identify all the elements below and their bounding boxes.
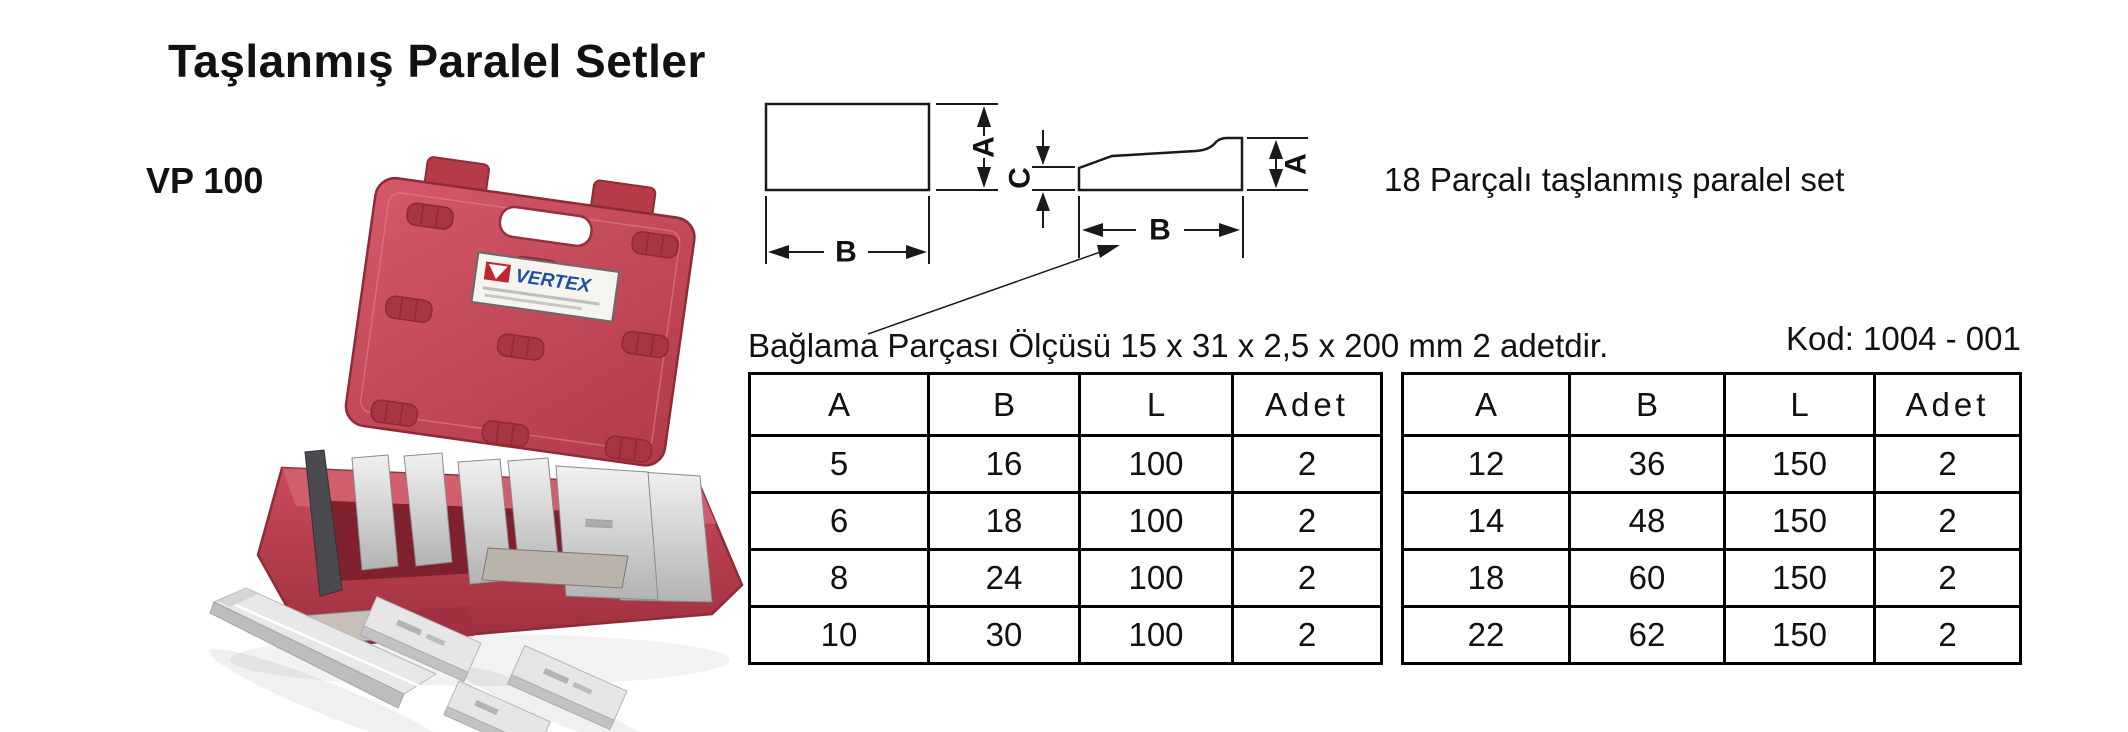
width-dimension	[765, 196, 930, 264]
table-row: 18 60 150 2	[1401, 548, 2022, 608]
cell: 150	[1723, 548, 1876, 608]
cell: 16	[927, 434, 1081, 494]
parallel-blocks-loose	[209, 587, 628, 732]
col-header-b: B	[927, 372, 1081, 437]
spec-tables: A B L Adet 5 16 100 2 6 18 100 2 8 24 10…	[748, 372, 2022, 665]
table-row: 10 30 100 2	[748, 605, 1383, 665]
step-dimension	[1032, 130, 1075, 228]
cell: 150	[1723, 434, 1876, 494]
table-header-row: A B L Adet	[748, 372, 1383, 437]
col-header-b: B	[1568, 372, 1726, 437]
cell: 24	[927, 548, 1081, 608]
cell: 100	[1078, 605, 1234, 665]
cell: 36	[1568, 434, 1726, 494]
cell: 100	[1078, 491, 1234, 551]
dim-label-a: A	[968, 136, 1001, 158]
table-row: 14 48 150 2	[1401, 491, 2022, 551]
cell: 12	[1401, 434, 1571, 494]
dim-label-c: C	[1004, 167, 1037, 189]
height-dimension	[936, 103, 998, 191]
cell: 150	[1723, 605, 1876, 665]
cell: 2	[1231, 491, 1383, 551]
cell: 2	[1231, 434, 1383, 494]
arrow-right-icon	[906, 245, 927, 259]
dim-label-a: A	[1280, 153, 1313, 175]
cell: 100	[1078, 548, 1234, 608]
arrow-right-icon	[1219, 223, 1240, 237]
arrow-down-icon	[1269, 169, 1283, 188]
page-title: Taşlanmış Paralel Setler	[168, 35, 706, 87]
spec-table-150mm: A B L Adet 12 36 150 2 14 48 150 2 18 60…	[1401, 372, 2022, 665]
cell: 2	[1873, 434, 2022, 494]
height-dimension	[1247, 137, 1308, 191]
dim-label-b: B	[835, 236, 857, 269]
cell: 22	[1401, 605, 1571, 665]
cell: 2	[1873, 548, 2022, 608]
arrow-up-icon	[1269, 140, 1283, 159]
clamp-bar	[209, 587, 438, 709]
cell: 2	[1231, 548, 1383, 608]
width-dimension	[1078, 196, 1244, 258]
clamp-profile-diagram: C A B	[867, 130, 1313, 335]
cell: 18	[1401, 548, 1571, 608]
arrowhead-icon	[1097, 245, 1120, 258]
spec-table-100mm: A B L Adet 5 16 100 2 6 18 100 2 8 24 10…	[748, 372, 1383, 665]
cell: 48	[1568, 491, 1726, 551]
col-header-a: A	[748, 372, 930, 437]
table-row: 8 24 100 2	[748, 548, 1383, 608]
table-row: 12 36 150 2	[1401, 434, 2022, 494]
cell: 2	[1873, 491, 2022, 551]
case-lid: VERTEX	[344, 156, 696, 467]
model-code: VP 100	[146, 160, 264, 201]
col-header-a: A	[1401, 372, 1571, 437]
table-row: 6 18 100 2	[748, 491, 1383, 551]
cell: 8	[748, 548, 930, 608]
set-description: 18 Parçalı taşlanmış paralel set	[1384, 161, 1845, 198]
col-header-adet: Adet	[1231, 372, 1383, 437]
col-header-l: L	[1723, 372, 1876, 437]
arrow-up-icon	[1036, 192, 1050, 211]
lid-slots	[370, 202, 680, 463]
cell: 2	[1231, 605, 1383, 665]
leader-arrow	[867, 245, 1120, 335]
arrow-down-icon	[1036, 146, 1050, 165]
table-header-row: A B L Adet	[1401, 372, 2022, 437]
table-row: 22 62 150 2	[1401, 605, 2022, 665]
cell: 100	[1078, 434, 1234, 494]
arrow-left-icon	[768, 245, 789, 259]
parallel-block	[506, 644, 628, 731]
cell: 60	[1568, 548, 1726, 608]
cell: 14	[1401, 491, 1571, 551]
parallel-block	[359, 596, 482, 683]
parallel-block	[443, 680, 551, 732]
cell: 6	[748, 491, 930, 551]
cell: 150	[1723, 491, 1876, 551]
cell: 5	[748, 434, 930, 494]
table-row: 5 16 100 2	[748, 434, 1383, 494]
clamp-size-note: Bağlama Parçası Ölçüsü 15 x 31 x 2,5 x 2…	[748, 327, 1609, 364]
brand-label: VERTEX	[470, 251, 621, 323]
dim-label-b: B	[1149, 214, 1171, 247]
arrow-down-icon	[977, 167, 991, 188]
col-header-adet: Adet	[1873, 372, 2022, 437]
arrow-left-icon	[1082, 223, 1103, 237]
cell: 10	[748, 605, 930, 665]
cell: 2	[1873, 605, 2022, 665]
handle-cutout	[498, 205, 593, 248]
product-code: Kod: 1004 - 001	[1786, 320, 2021, 357]
cell: 18	[927, 491, 1081, 551]
arrow-up-icon	[977, 106, 991, 127]
cell: 30	[927, 605, 1081, 665]
col-header-l: L	[1078, 372, 1234, 437]
plain-parallel-diagram: A B	[764, 102, 1001, 269]
cell: 62	[1568, 605, 1726, 665]
